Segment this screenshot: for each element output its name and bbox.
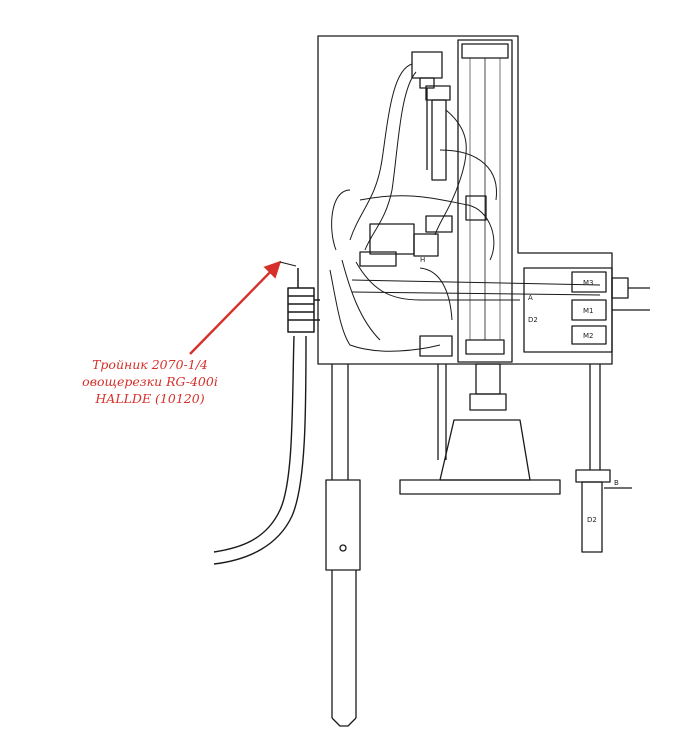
callout-line-1: Тройник 2070-1/4: [92, 357, 208, 372]
hose: [213, 335, 295, 553]
left-leg: [325, 364, 361, 727]
callout-text: Тройник 2070-1/4 овощерезки RG-400i HALL…: [40, 356, 260, 407]
label-m1: M1: [583, 307, 594, 315]
label-d2-bottom: D2: [587, 516, 597, 524]
label-b: B: [614, 479, 619, 487]
label-d2-top: D2: [528, 316, 538, 324]
bottom-switch: [419, 335, 453, 357]
solenoid-valve-block: [359, 195, 487, 267]
label-m3: M3: [583, 279, 594, 287]
top-valve: [411, 51, 451, 181]
electrical-block: [523, 267, 650, 353]
callout-arrow: [189, 260, 282, 355]
label-m2: M2: [583, 332, 594, 340]
callout-line-2: овощерезки RG-400i: [82, 374, 218, 389]
callout-line-3: HALLDE (10120): [95, 391, 205, 406]
label-a: A: [528, 294, 533, 302]
housing-outline: [317, 35, 613, 365]
tee-fitting: [287, 268, 320, 333]
tubing: [329, 63, 601, 352]
center-base: [399, 363, 561, 495]
label-h: H: [420, 256, 425, 264]
hydraulic-cylinder: [457, 39, 513, 363]
right-leg: [575, 364, 632, 553]
